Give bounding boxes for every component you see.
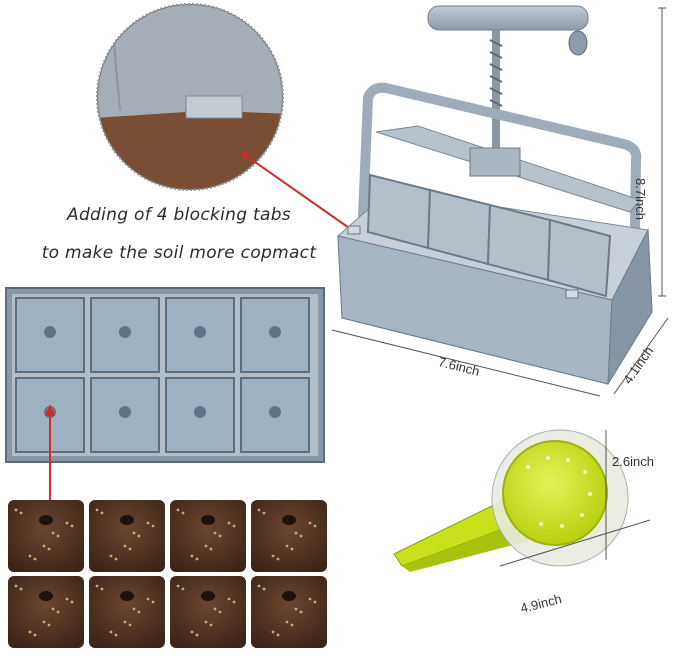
seed-hole <box>201 515 215 525</box>
dimension-dispenser-diameter-label: 2.6inch <box>612 454 654 469</box>
callout-caption-line1: Adding of 4 blocking tabs <box>67 205 291 225</box>
dibble-pin <box>44 326 56 338</box>
dibble-pin <box>269 326 281 338</box>
mold-cell <box>165 297 235 373</box>
dimension-height-label: 8.7inch <box>633 178 648 220</box>
mold-cell <box>240 297 310 373</box>
seed-hole <box>120 591 134 601</box>
soil-block <box>8 500 84 572</box>
soil-blocker-press <box>336 5 653 385</box>
mold-cell <box>15 297 85 373</box>
mold-cell <box>165 377 235 453</box>
soil-block <box>170 500 246 572</box>
dibble-pin <box>269 406 281 418</box>
seed-hole <box>282 515 296 525</box>
dibble-pin <box>194 326 206 338</box>
soil-block <box>251 500 327 572</box>
seed-hole <box>201 591 215 601</box>
seed-hole <box>120 515 134 525</box>
seed-hole <box>39 591 53 601</box>
dibble-pin <box>119 406 131 418</box>
mold-cell <box>90 377 160 453</box>
soil-block <box>8 576 84 648</box>
dispenser-dimension-lines <box>499 430 651 567</box>
soil-block <box>89 500 165 572</box>
soil-block <box>170 576 246 648</box>
mold-to-block-arrow <box>45 404 55 508</box>
dibble-pin <box>194 406 206 418</box>
callout-caption-line2: to make the soil more copmact <box>41 243 317 263</box>
seed-hole <box>282 591 296 601</box>
mold-cell <box>240 377 310 453</box>
soil-block <box>89 576 165 648</box>
dibble-pin <box>119 326 131 338</box>
dimension-lines <box>331 7 669 397</box>
soil-block <box>251 576 327 648</box>
seed-hole <box>39 515 53 525</box>
zoom-detail-circle <box>96 3 284 191</box>
mold-cell <box>90 297 160 373</box>
seed-dispenser <box>393 429 629 572</box>
